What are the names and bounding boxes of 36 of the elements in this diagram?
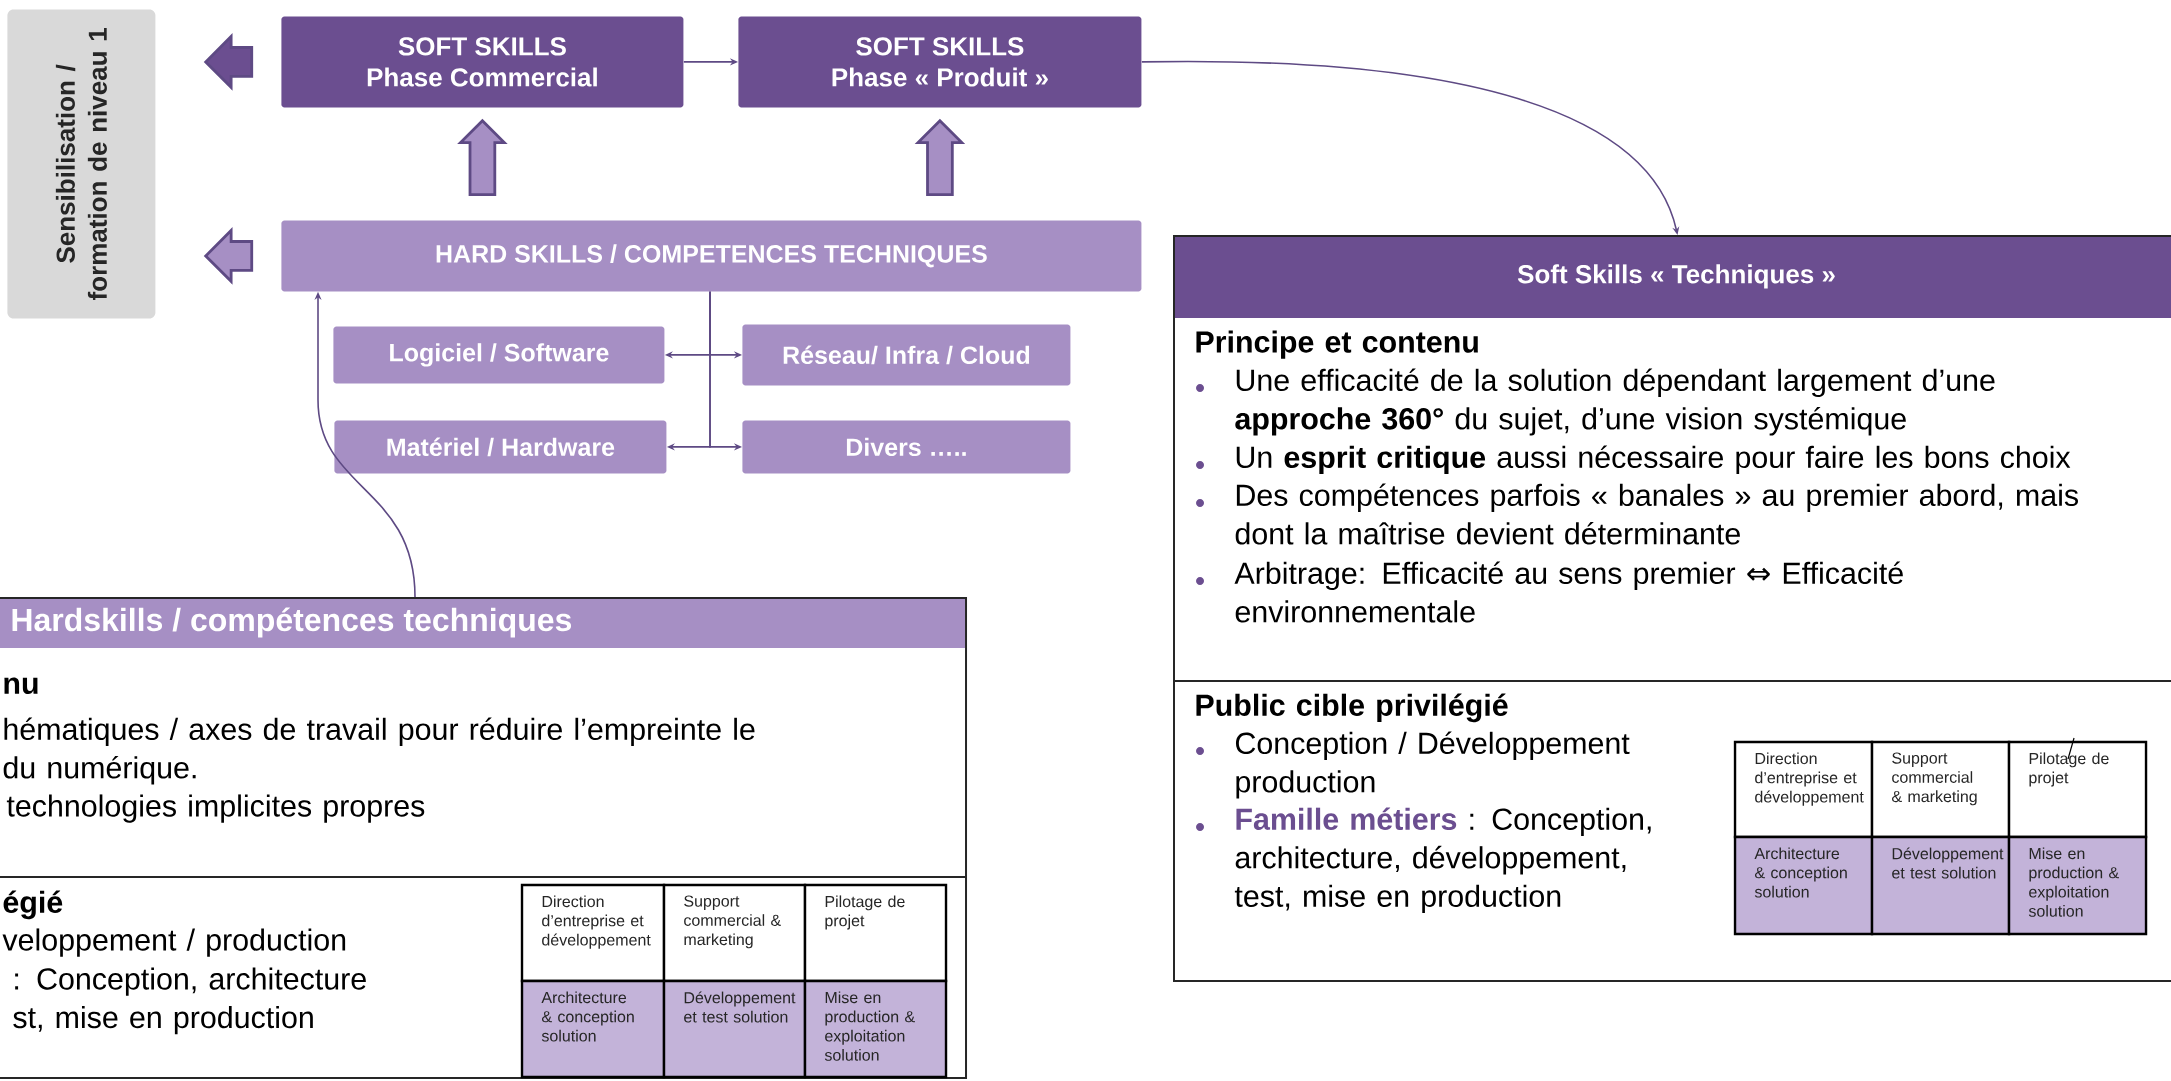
body-text: technologies implicites propres xyxy=(6,794,425,823)
skill-box: SOFT SKILLS Phase « Produit » xyxy=(738,16,1142,108)
body-text: veloppement / production xyxy=(2,928,346,957)
skill-box: Matériel / Hardware xyxy=(334,420,667,474)
table-cell: Développement et test solution xyxy=(662,979,807,1079)
table-cell: Support commercial & marketing xyxy=(662,883,807,983)
level-box: Sensibilisation / formation de niveau 1 xyxy=(7,9,156,319)
bullet-text: Conception / Développement production xyxy=(1235,731,1630,799)
table-cell: Développement et test solution xyxy=(1870,835,2011,936)
section-heading: égié xyxy=(3,890,63,920)
body-text: : Conception, architecture st, mise en production xyxy=(13,967,366,1035)
title-band: Soft Skills « Techniques » xyxy=(1173,235,2171,318)
skill-box: Divers ….. xyxy=(742,420,1071,474)
table-cell: Direction d’entreprise et développement xyxy=(1733,740,1874,839)
table-cell: Direction d’entreprise et développement xyxy=(520,883,666,983)
table-cell: Architecture & conception solution xyxy=(1733,835,1874,936)
table-cell: Support commercial & marketing xyxy=(1870,740,2011,839)
table-cell: Pilotage de projet xyxy=(803,883,948,983)
table-cell: Mise en production & exploitation solution xyxy=(803,979,948,1079)
bullet-text: Des compétences parfois « banales » au premier abord, mais dont la maîtrise devient déterminante xyxy=(1235,483,2078,545)
section-heading: Principe et contenu xyxy=(1196,330,1478,359)
table-cell: Pilotage de projet xyxy=(2007,740,2148,839)
section-heading: Public cible privilégié xyxy=(1196,693,1508,723)
table-cell: Mise en production & exploitation solution xyxy=(2007,835,2148,936)
bullet-text: Famille métiers : Conception, architecture, développement, test, mise en production xyxy=(1234,807,1651,913)
curved-arrow xyxy=(1141,60,1680,235)
bullet-text: Un esprit critique aussi nécessaire pour faire les bons choix xyxy=(1236,445,2071,475)
skill-box: Réseau/ Infra / Cloud xyxy=(742,324,1071,386)
section-heading: nu xyxy=(4,677,38,695)
skill-box: SOFT SKILLS Phase Commercial xyxy=(281,16,684,108)
skill-box: HARD SKILLS / COMPETENCES TECHNIQUES xyxy=(281,220,1142,292)
skill-box: Logiciel / Software xyxy=(333,326,665,384)
table-cell: Architecture & conception solution xyxy=(520,979,666,1079)
body-text: hématiques / axes de travail pour réduire l’empreinte le du numérique. xyxy=(3,717,755,785)
title-band: Hardskills / compétences techniques xyxy=(0,597,965,648)
bullet-text: Arbitrage: Efficacité au sens premier ⇔ Efficacité environnementale xyxy=(1234,561,1903,623)
